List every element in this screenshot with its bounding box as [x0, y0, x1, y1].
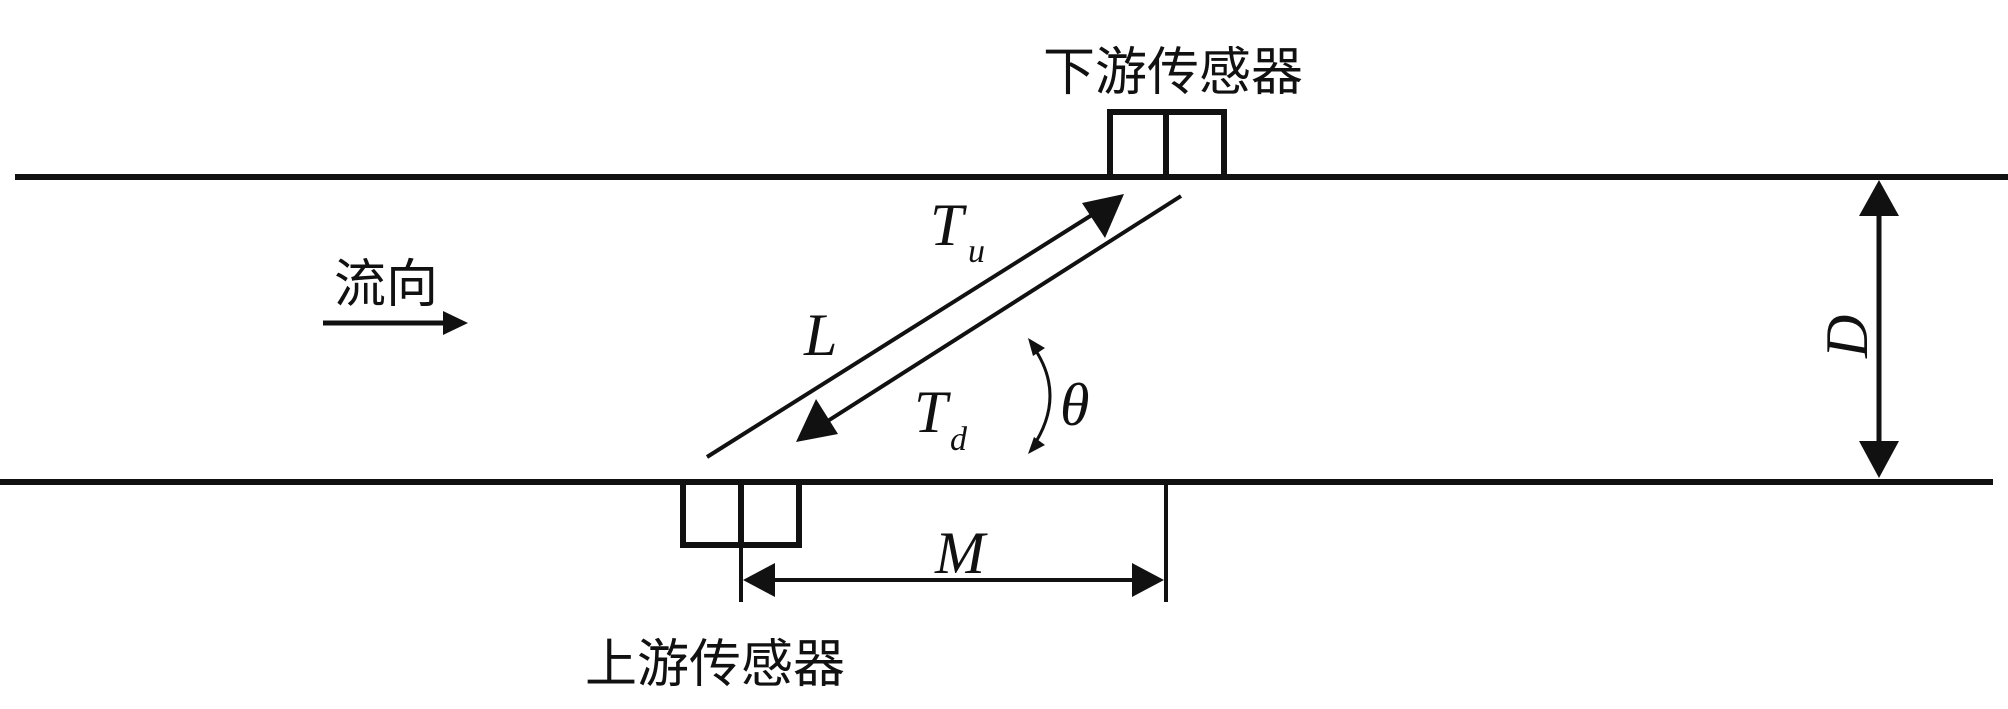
angle-arc-arrow-top [1028, 338, 1045, 356]
upstream-signal-path [705, 211, 1097, 459]
downstream-sensor [1107, 109, 1227, 180]
offset-arrow-right [1132, 563, 1164, 597]
path-length-label: L [803, 302, 837, 368]
angle-label: θ [1060, 372, 1089, 438]
tu-label: T [930, 192, 967, 258]
downstream-sensor-label: 下游传感器 [1043, 43, 1303, 103]
angle-arc [1030, 344, 1052, 449]
flow-direction-label: 流向 [334, 255, 438, 315]
offset-arrow-left [743, 563, 775, 597]
downstream-signal-path [821, 194, 1183, 426]
flow-arrowhead [443, 311, 468, 335]
upstream-sensor [680, 479, 802, 548]
downstream-arrowhead [796, 399, 838, 442]
td-label: T [914, 379, 951, 445]
td-subscript: d [950, 421, 968, 458]
diameter-arrow-bottom [1859, 441, 1899, 478]
offset-label: M [934, 520, 988, 586]
upstream-sensor-label: 上游传感器 [585, 635, 845, 695]
diameter-arrow-top [1859, 180, 1899, 216]
upstream-arrowhead [1082, 194, 1124, 238]
tu-subscript: u [968, 233, 985, 270]
angle-arc-arrow-bottom [1028, 437, 1045, 454]
diameter-label: D [1814, 315, 1880, 359]
